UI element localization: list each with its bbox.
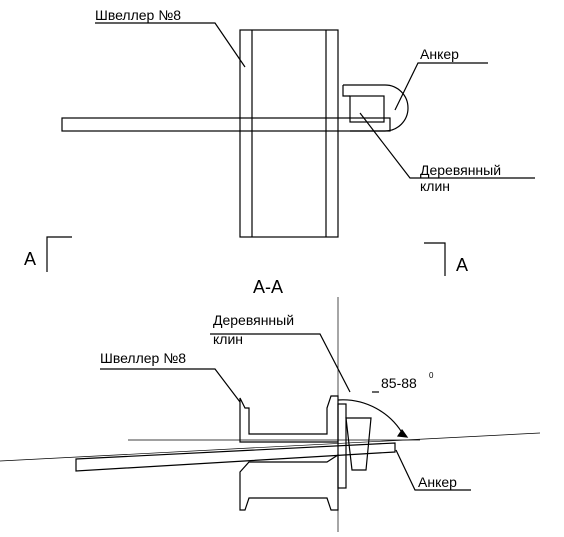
section-mark-left — [46, 236, 72, 272]
wedge-leader-section — [210, 333, 351, 393]
channel-section-lower — [239, 453, 339, 511]
channel-section-upper — [239, 395, 339, 443]
wedge-label-section-2: клин — [213, 331, 243, 347]
anchor-plate-section — [337, 403, 347, 489]
wedge-label-plan-2: клин — [420, 178, 450, 194]
anchor-label-plan: Анкер — [420, 46, 459, 62]
section-mark-right — [424, 242, 446, 276]
wedge-section — [345, 417, 372, 471]
anchor-bar-plan — [61, 117, 391, 132]
channel-plan — [239, 29, 339, 238]
anchor-bar-section — [75, 442, 396, 472]
anchor-leader-plan — [394, 62, 488, 111]
anchor-hook-plan — [343, 84, 409, 132]
angle-label: 85-88 — [381, 375, 417, 391]
channel-leader-plan — [95, 22, 246, 68]
wedge-leader-plan — [359, 112, 535, 179]
plan-view: Швеллер №8 Анкер Деревянный клин А А — [24, 7, 535, 276]
wedge-label-section-1: Деревянный — [213, 312, 294, 328]
channel-label-section: Швеллер №8 — [100, 350, 186, 366]
section-mark-right-label: А — [456, 255, 468, 275]
anchor-label-section: Анкер — [418, 474, 457, 490]
angle-arc — [337, 399, 405, 437]
section-mark-left-label: А — [24, 249, 36, 269]
channel-leader-section — [100, 368, 241, 403]
construction-line-inclined — [0, 432, 541, 462]
section-title: А-А — [253, 277, 283, 297]
angle-unit: 0 — [429, 371, 434, 380]
angle-arrowhead — [396, 428, 409, 438]
channel-label-plan: Швеллер №8 — [95, 7, 181, 23]
anchor-hook-inner — [342, 85, 350, 97]
anchor-leader-section — [395, 449, 471, 491]
wedge-label-plan-1: Деревянный — [420, 162, 501, 178]
section-view: А-А Деревянный клин Швеллер №8 85-88 0 А… — [0, 277, 541, 532]
